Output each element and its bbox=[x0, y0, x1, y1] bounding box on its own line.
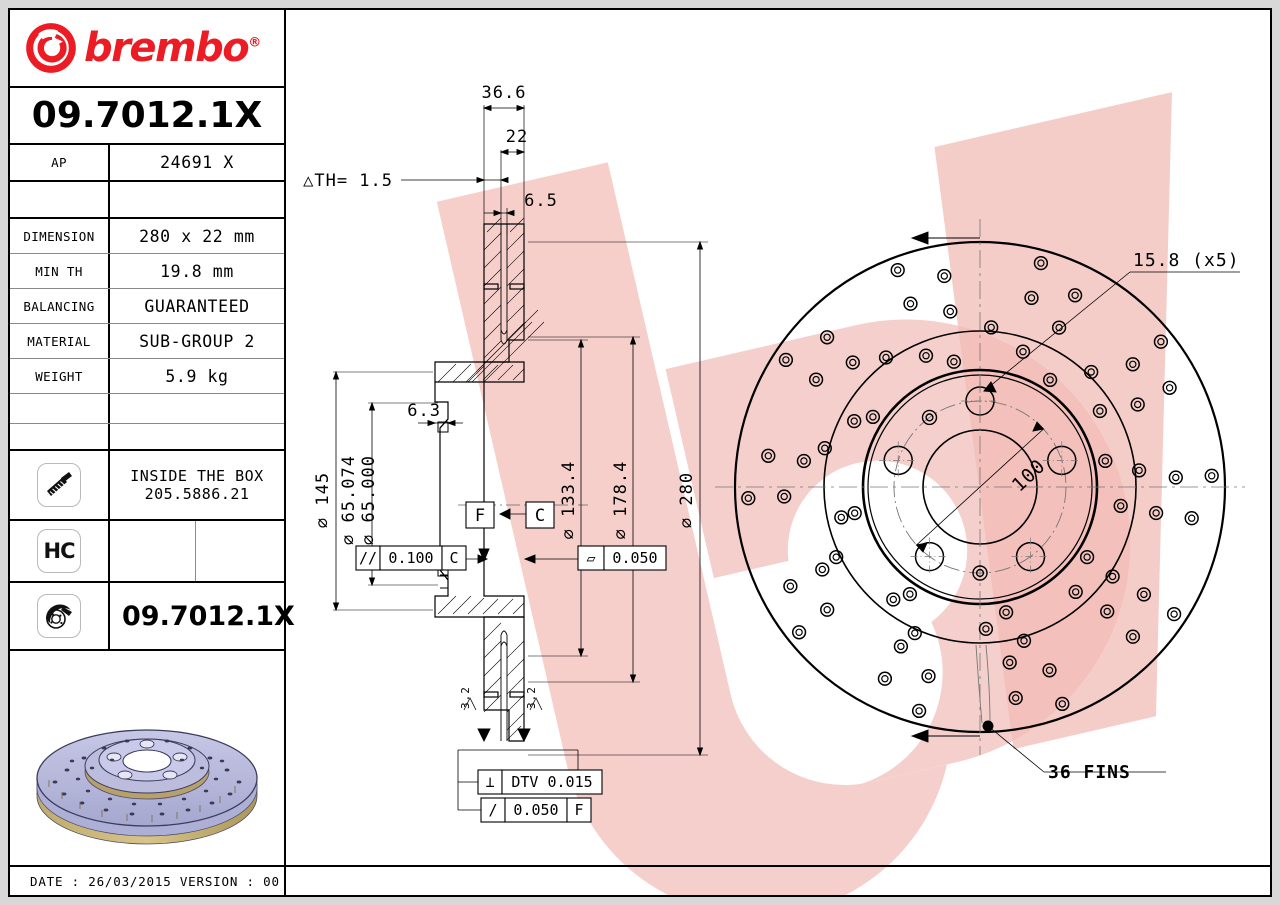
inside-box-line2: 205.5886.21 bbox=[144, 485, 250, 503]
dim-bore-max: ⌀ 65.074 bbox=[339, 455, 359, 545]
runout-symbol: / bbox=[488, 801, 497, 819]
flatness-value: 0.050 bbox=[612, 549, 657, 567]
parallelism-value: 0.100 bbox=[388, 549, 433, 567]
dim-6-3: 6.3 bbox=[407, 401, 441, 421]
dim-dia-280: ⌀ 280 bbox=[677, 472, 697, 528]
table-row-spacer-2 bbox=[10, 424, 284, 451]
spec-label: DIMENSION bbox=[23, 228, 95, 244]
roughness-right: 3.2 bbox=[525, 686, 538, 709]
drawing-svg: 36.6 22 6.5 △TH= 1.5 6.3 ⌀ 145 ⌀ 65.074 … bbox=[303, 83, 1245, 823]
spec-label: MIN TH bbox=[35, 263, 83, 279]
dim-dia-133-4: ⌀ 133.4 bbox=[559, 461, 579, 540]
brembo-swirl-icon bbox=[26, 23, 76, 73]
hc-label: HC bbox=[43, 539, 76, 563]
spec-value: SUB-GROUP 2 bbox=[108, 324, 284, 358]
spacer-cell-left bbox=[10, 394, 108, 423]
table-row-blank bbox=[10, 182, 284, 219]
inside-box-line1: INSIDE THE BOX bbox=[130, 467, 264, 485]
parallelism-symbol: // bbox=[359, 549, 377, 567]
product-photo-svg bbox=[36, 729, 258, 845]
spec-value: 19.8 mm bbox=[108, 254, 284, 288]
table-row-hc: HC bbox=[10, 521, 284, 583]
brand-logo-row: brembo® bbox=[10, 10, 284, 88]
brand-name: brembo bbox=[84, 25, 250, 71]
runout-value: 0.050 bbox=[513, 801, 558, 819]
datum-box-c bbox=[525, 501, 555, 529]
spec-label: WEIGHT bbox=[35, 368, 83, 384]
table-row-spacer bbox=[10, 394, 284, 424]
drawing-sheet: brembo® 09.7012.1X AP 24691 X DIMENSION … bbox=[8, 8, 1272, 897]
footer-date-text: DATE : 26/03/2015 VERSION : 00 bbox=[30, 873, 280, 889]
hc-icon-cell: HC bbox=[10, 521, 108, 581]
spec-value: GUARANTEED bbox=[108, 289, 284, 323]
brake-disc-icon bbox=[37, 594, 81, 638]
registered-mark: ® bbox=[248, 35, 262, 51]
spec-value: 280 x 22 mm bbox=[108, 219, 284, 253]
spec-label: AP bbox=[51, 155, 67, 170]
datum-c-label: C bbox=[535, 506, 545, 526]
spec-value: 5.9 kg bbox=[108, 359, 284, 393]
table-row-weight: WEIGHT 5.9 kg bbox=[10, 359, 284, 394]
table-row-balancing: BALANCING GUARANTEED bbox=[10, 289, 284, 324]
product-photo bbox=[10, 695, 284, 865]
dim-th-tolerance: △TH= 1.5 bbox=[303, 171, 393, 191]
dim-36-6: 36.6 bbox=[482, 83, 527, 103]
spec-label: MATERIAL bbox=[27, 333, 91, 349]
dim-dia-145: ⌀ 145 bbox=[313, 472, 333, 528]
spec-label: BALANCING bbox=[23, 298, 95, 314]
dim-22: 22 bbox=[506, 127, 528, 147]
table-row-ap: AP 24691 X bbox=[10, 145, 284, 182]
roughness-left: 3.2 bbox=[459, 686, 472, 709]
dim-6-5: 6.5 bbox=[524, 191, 558, 211]
spacer-cell-left bbox=[10, 424, 108, 449]
parallelism-datum: C bbox=[449, 549, 458, 567]
footer-date: DATE : 26/03/2015 VERSION : 00 bbox=[10, 865, 1272, 895]
screw-icon bbox=[37, 463, 81, 507]
hc-badge-icon: HC bbox=[37, 529, 81, 573]
brand-wordmark: brembo® bbox=[84, 28, 261, 68]
disc-part-number: 09.7012.1X bbox=[108, 583, 295, 649]
brake-disc-icon-glyph bbox=[45, 604, 72, 629]
screw-icon-cell bbox=[10, 451, 108, 519]
datum-box-f bbox=[465, 501, 495, 529]
spec-value bbox=[108, 182, 284, 217]
info-panel: brembo® 09.7012.1X AP 24691 X DIMENSION … bbox=[10, 10, 295, 895]
flatness-symbol: ▱ bbox=[586, 549, 595, 567]
disc-icon-cell bbox=[10, 583, 108, 649]
dtv-symbol: ⊥ bbox=[485, 773, 494, 791]
table-row-material: MATERIAL SUB-GROUP 2 bbox=[10, 324, 284, 359]
callout-15-8-x5: 15.8 (x5) bbox=[1133, 250, 1240, 271]
dtv-value: DTV 0.015 bbox=[511, 773, 592, 791]
hc-value-left bbox=[108, 521, 195, 581]
datum-f-label: F bbox=[475, 506, 485, 526]
runout-datum: F bbox=[574, 801, 583, 819]
table-row-dimension: DIMENSION 280 x 22 mm bbox=[10, 219, 284, 254]
technical-drawing: 36.6 22 6.5 △TH= 1.5 6.3 ⌀ 145 ⌀ 65.074 … bbox=[288, 10, 1272, 865]
spacer-cell-right bbox=[108, 424, 284, 449]
callout-bolt-circle-100: 100 bbox=[1008, 455, 1050, 497]
table-row-inside-box: INSIDE THE BOX 205.5886.21 bbox=[10, 451, 284, 521]
inside-box-text: INSIDE THE BOX 205.5886.21 bbox=[108, 451, 284, 519]
part-number-row: 09.7012.1X bbox=[10, 88, 284, 145]
dim-bore-min: ⌀ 65.000 bbox=[359, 455, 379, 545]
part-number: 09.7012.1X bbox=[31, 95, 263, 136]
spacer-cell-right bbox=[108, 394, 284, 423]
callout-36-fins: 36 FINS bbox=[1048, 762, 1131, 783]
spec-label bbox=[10, 182, 108, 217]
screw-icon-glyph bbox=[47, 472, 72, 496]
dim-dia-178-4: ⌀ 178.4 bbox=[611, 461, 631, 540]
spec-value: 24691 X bbox=[108, 145, 284, 180]
table-row-min-th: MIN TH 19.8 mm bbox=[10, 254, 284, 289]
hc-value-right bbox=[195, 521, 284, 581]
table-row-disc: 09.7012.1X bbox=[10, 583, 295, 651]
